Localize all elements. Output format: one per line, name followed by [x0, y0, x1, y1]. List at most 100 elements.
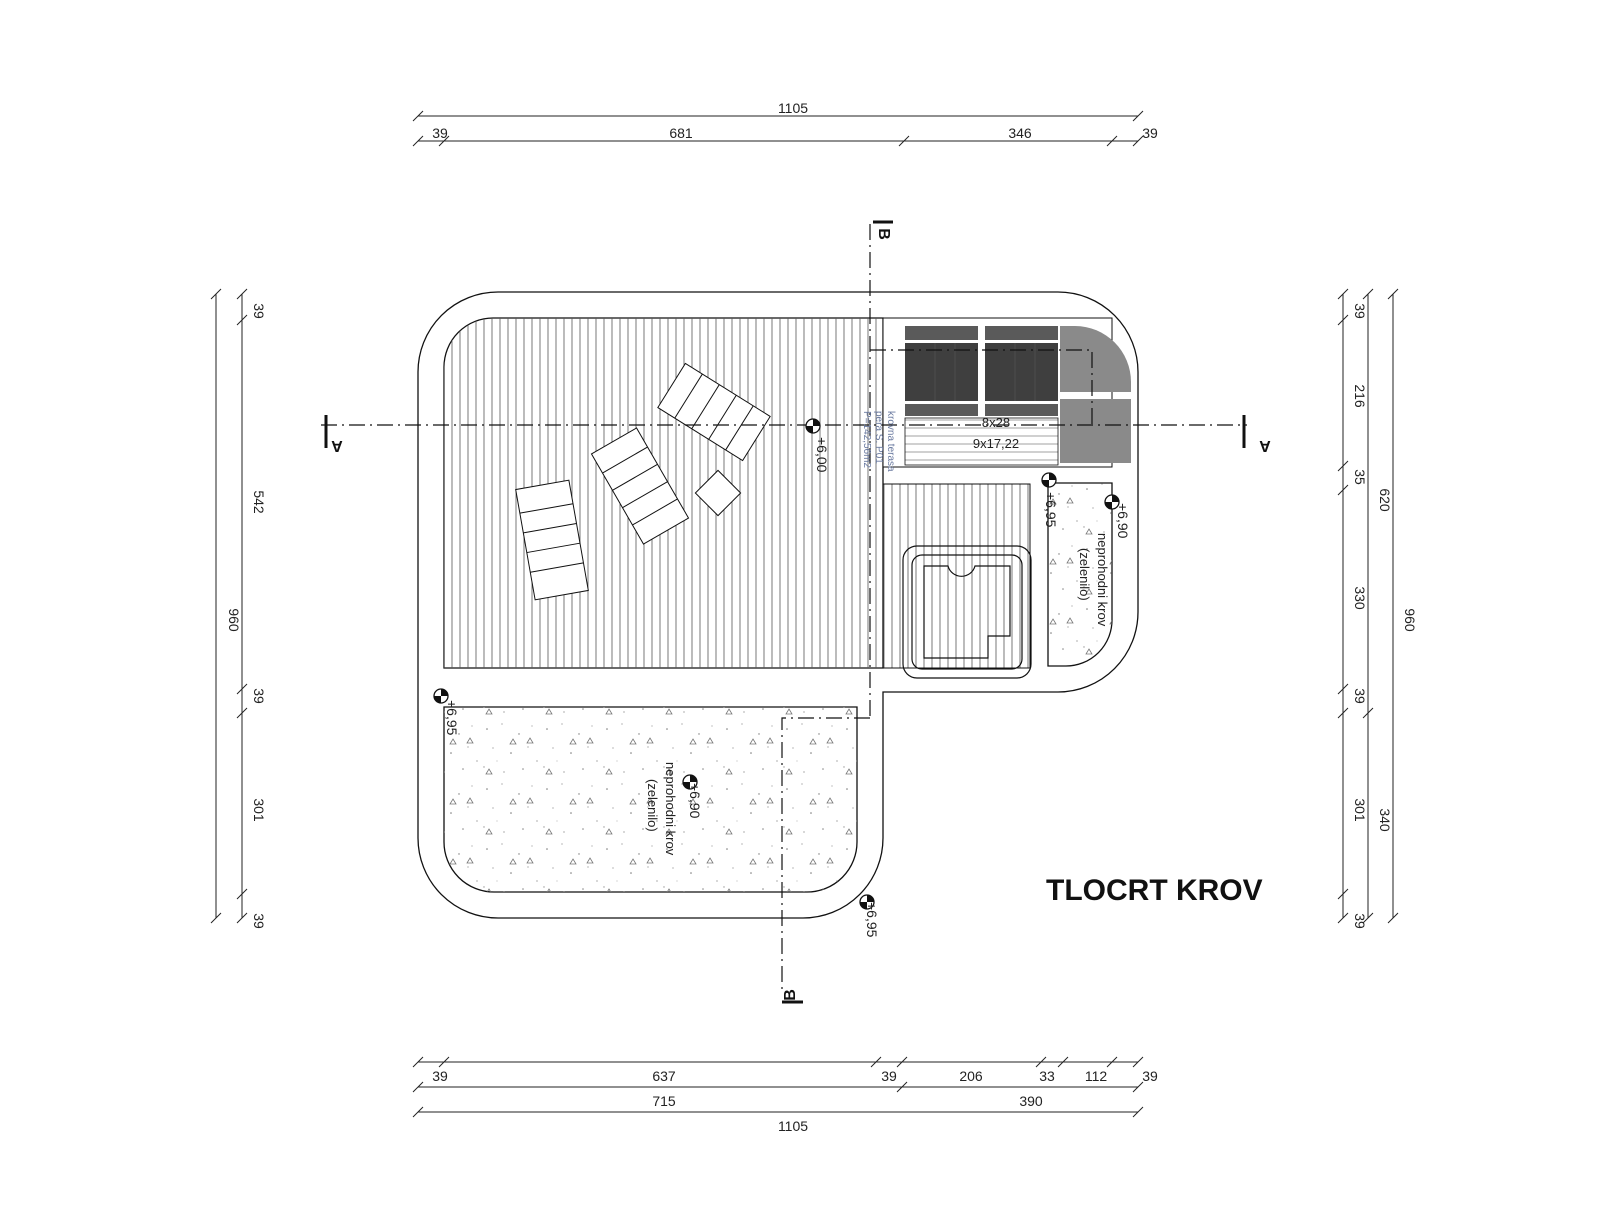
section-a-left: A: [331, 437, 343, 454]
staircase-block: [882, 317, 1131, 468]
dim-bottom-seg: 637: [652, 1068, 676, 1084]
dimension-tick: [1337, 707, 1349, 719]
jacuzzi: [902, 545, 1032, 679]
level-top: +6,95: [1043, 492, 1059, 528]
dim-right-seg: 216: [1352, 384, 1368, 408]
dimension-tick: [1337, 912, 1349, 924]
level-marker-symbol: [1041, 472, 1057, 488]
dimension-tick: [1035, 1056, 1047, 1068]
dimension-tick: [412, 110, 424, 122]
dimension-tick: [1337, 888, 1349, 900]
dimension-tick: [898, 135, 910, 147]
dimension-tick: [1106, 135, 1118, 147]
green-left-label-1: neprohodni krov: [663, 762, 678, 856]
dim-right-seg: 39: [1352, 688, 1368, 704]
level-marker-symbol: [859, 894, 875, 910]
dim-bottom-seg: 112: [1085, 1068, 1108, 1084]
dimension-tick: [1337, 683, 1349, 695]
dimension-tick: [1387, 912, 1399, 924]
level-green-center: +6,90: [687, 783, 703, 819]
dimension-tick: [1337, 314, 1349, 326]
dimension-tick: [236, 288, 248, 300]
green-roof-right-fill: [1048, 483, 1112, 666]
dimension-tick: [896, 1081, 908, 1093]
level-left: +6,95: [444, 700, 460, 736]
dimension-tick: [1057, 1056, 1069, 1068]
dim-top-seg: 39: [1142, 125, 1158, 141]
dim-right-mid: 340: [1377, 808, 1393, 832]
dimension-tick: [1106, 1056, 1118, 1068]
dimension-tick: [412, 1081, 424, 1093]
dimension-tick: [236, 912, 248, 924]
dim-right-total: 960: [1402, 608, 1418, 632]
dim-bottom-seg: 39: [881, 1068, 897, 1084]
dim-left-seg: 39: [251, 913, 267, 929]
dim-bottom-seg: 39: [432, 1068, 448, 1084]
dimension-tick: [236, 314, 248, 326]
green-roof-fill: [444, 707, 857, 892]
dim-top-seg: 346: [1008, 125, 1032, 141]
dimension-ticks: [210, 110, 1399, 1118]
green-right-label-1: neprohodni krov: [1095, 533, 1110, 627]
side-table: [694, 469, 742, 517]
dim-bottom-mid: 390: [1019, 1093, 1043, 1109]
dimension-tick: [896, 1056, 908, 1068]
dim-top-seg: 39: [432, 125, 448, 141]
dimension-tick: [1337, 460, 1349, 472]
dimension-tick: [1132, 1081, 1144, 1093]
level-marker-symbol: [682, 774, 698, 790]
dimension-tick: [1362, 288, 1374, 300]
dimension-lines: [215, 115, 1394, 1113]
dimension-tick: [210, 912, 222, 924]
dim-right-mid: 620: [1377, 488, 1393, 512]
dim-right-seg: 39: [1352, 913, 1368, 929]
section-a-right: A: [1259, 437, 1271, 454]
dimension-tick: [236, 683, 248, 695]
drawing-title: TLOCRT KROV: [1046, 874, 1263, 907]
level-marker-symbol: [805, 418, 821, 434]
dim-bottom-mid: 715: [652, 1093, 676, 1109]
terrace-label-1: krovna terasa: [885, 411, 896, 472]
terrace-label-3: P=142,56m2: [861, 411, 872, 468]
dimension-tick: [412, 1056, 424, 1068]
dimension-tick: [1132, 135, 1144, 147]
dim-bottom-seg: 39: [1142, 1068, 1158, 1084]
green-right-label-2: (zelenilo): [1077, 548, 1092, 601]
dimension-tick: [1337, 288, 1349, 300]
dimension-tick: [236, 888, 248, 900]
dim-right-seg: 39: [1352, 303, 1368, 319]
dimension-tick: [236, 707, 248, 719]
level-bottom: +6,95: [864, 902, 880, 938]
level-marker-symbol: [1104, 494, 1120, 510]
level-markers: [433, 418, 1120, 910]
stairs-label-1: 8x28: [982, 415, 1010, 430]
dim-right-seg: 330: [1352, 586, 1368, 610]
dim-bottom-seg: 33: [1039, 1068, 1055, 1084]
dim-left-seg: 39: [251, 688, 267, 704]
dimension-tick: [412, 135, 424, 147]
dim-right-seg: 35: [1352, 469, 1368, 485]
section-lines: [321, 224, 1247, 990]
dim-bottom-total: 1105: [778, 1118, 808, 1134]
dimension-tick: [412, 1106, 424, 1118]
dimension-tick: [1132, 1106, 1144, 1118]
dimension-tick: [870, 1056, 882, 1068]
dim-left-seg: 542: [251, 490, 267, 514]
sun-loungers: [515, 362, 771, 601]
dim-bottom-seg: 206: [959, 1068, 983, 1084]
dim-top-seg: 681: [669, 125, 693, 141]
dimension-tick: [438, 1056, 450, 1068]
section-b-bottom: B: [782, 989, 799, 1001]
dimension-tick: [1362, 912, 1374, 924]
dim-right-seg: 301: [1352, 798, 1368, 822]
dim-top-total: 1105: [778, 100, 808, 116]
dim-left-seg: 39: [251, 303, 267, 319]
dimension-tick: [438, 135, 450, 147]
level-marker-symbol: [433, 688, 449, 704]
dimension-tick: [1362, 707, 1374, 719]
section-b-top: B: [875, 228, 892, 240]
dim-left-total: 960: [226, 608, 242, 632]
green-left-label-2: (zelenilo): [645, 779, 660, 832]
dimension-tick: [1132, 1056, 1144, 1068]
